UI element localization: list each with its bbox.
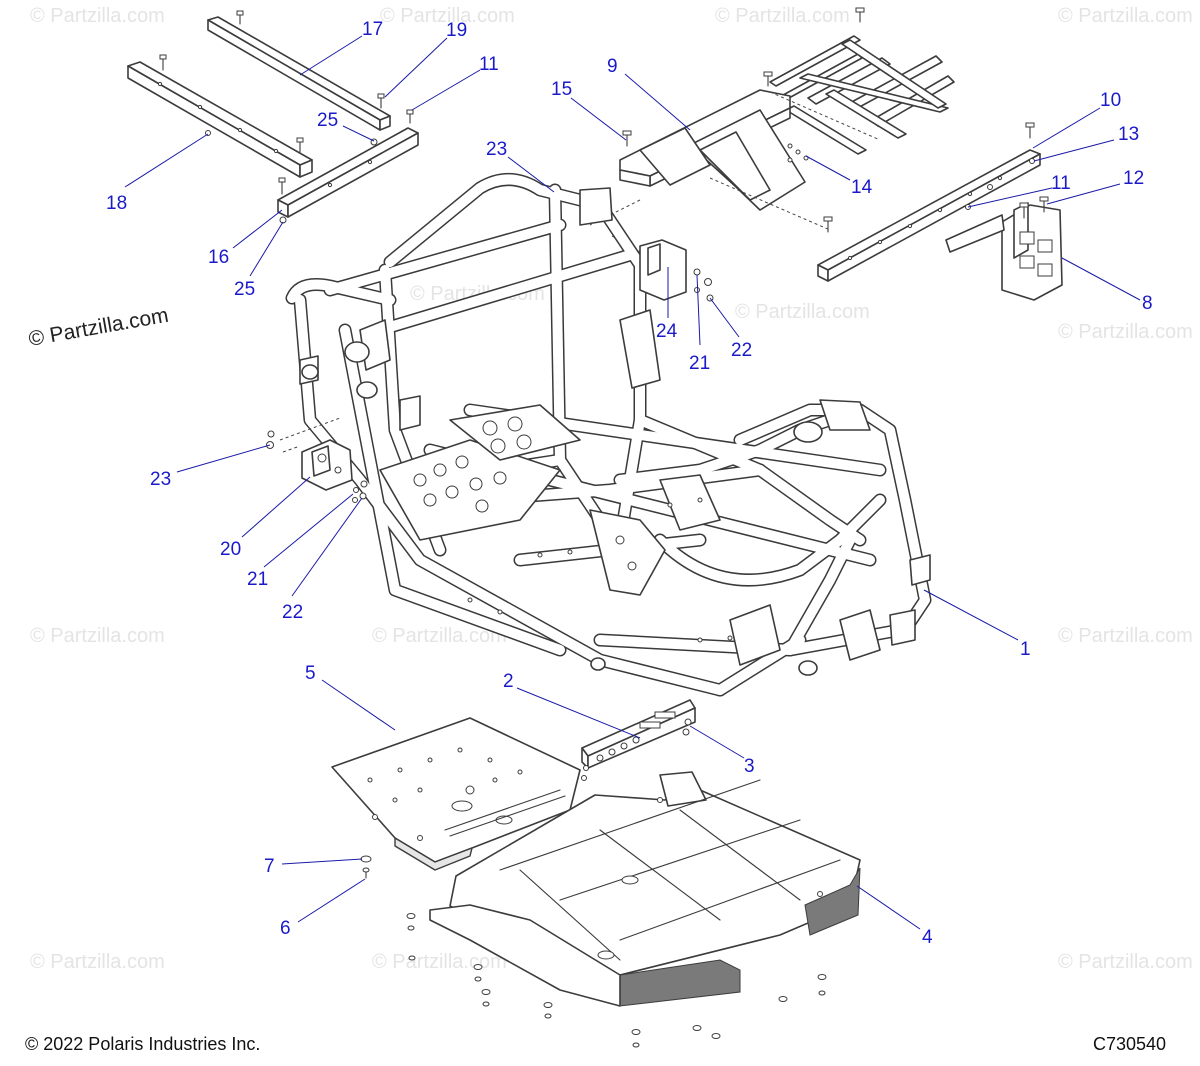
callout-14[interactable]: 14 — [851, 177, 873, 198]
callout-20[interactable]: 20 — [220, 539, 241, 560]
watermark-main: © Partzilla.com — [27, 304, 170, 351]
callout-21[interactable]: 21 — [247, 569, 268, 590]
callout-23[interactable]: 23 — [150, 469, 171, 490]
watermark-text: © Partzilla.com — [30, 951, 165, 973]
callout-4[interactable]: 4 — [922, 927, 933, 948]
main-skid-plate — [429, 771, 861, 1007]
callout-19[interactable]: 19 — [446, 20, 467, 41]
callout-22[interactable]: 22 — [731, 340, 752, 361]
front-skid-plate — [331, 717, 581, 871]
copyright-notice: © 2022 Polaris Industries Inc. — [25, 1034, 260, 1054]
watermark-text: © Partzilla.com — [1058, 5, 1193, 27]
callout-7[interactable]: 7 — [264, 856, 275, 877]
callout-16[interactable]: 16 — [208, 247, 229, 268]
callout-13[interactable]: 13 — [1118, 124, 1139, 145]
watermark-layer: © Partzilla.com © Partzilla.com © Partzi… — [30, 5, 1193, 973]
upper-shock-bracket — [639, 239, 714, 302]
callout-3[interactable]: 3 — [744, 756, 755, 777]
drawing-number: C730540 — [1093, 1034, 1166, 1054]
callout-11[interactable]: 11 — [479, 54, 499, 75]
crossmember-plate — [581, 699, 696, 781]
callout-2[interactable]: 2 — [503, 671, 514, 692]
callout-12[interactable]: 12 — [1123, 168, 1144, 189]
watermark-text: © Partzilla.com — [372, 625, 507, 647]
callout-25[interactable]: 25 — [317, 110, 338, 131]
skid-plate-bolts — [406, 913, 827, 1048]
rear-rail-assembly — [127, 10, 419, 224]
callout-18[interactable]: 18 — [106, 193, 127, 214]
callout-labels: 17 19 11 25 18 16 25 9 15 23 14 10 13 11… — [106, 19, 1153, 948]
main-frame — [285, 173, 932, 697]
callout-6[interactable]: 6 — [280, 918, 291, 939]
callout-23[interactable]: 23 — [486, 139, 507, 160]
callout-24[interactable]: 24 — [656, 321, 678, 342]
watermark-text: © Partzilla.com — [372, 951, 507, 973]
callout-17[interactable]: 17 — [362, 19, 383, 40]
callout-11[interactable]: 11 — [1051, 173, 1071, 194]
callout-21[interactable]: 21 — [689, 353, 710, 374]
callout-10[interactable]: 10 — [1100, 90, 1121, 111]
leader-lines — [124, 35, 1141, 930]
watermark-text: © Partzilla.com — [380, 5, 515, 27]
rear-rack-assembly — [589, 7, 1063, 301]
skid-fasteners — [360, 855, 372, 879]
callout-1[interactable]: 1 — [1020, 639, 1031, 660]
callout-5[interactable]: 5 — [305, 663, 316, 684]
watermark-text: © Partzilla.com — [30, 625, 165, 647]
watermark-text: © Partzilla.com — [1058, 625, 1193, 647]
watermark-text: © Partzilla.com — [30, 5, 165, 27]
callout-8[interactable]: 8 — [1142, 293, 1153, 314]
callout-22[interactable]: 22 — [282, 602, 303, 623]
watermark-text: © Partzilla.com — [1058, 951, 1193, 973]
callout-9[interactable]: 9 — [607, 56, 618, 77]
callout-25[interactable]: 25 — [234, 279, 255, 300]
callout-15[interactable]: 15 — [551, 79, 572, 100]
side-mount-bracket — [266, 417, 368, 503]
watermark-text: © Partzilla.com — [715, 5, 850, 27]
watermark-text: © Partzilla.com — [1058, 321, 1193, 343]
watermark-text: © Partzilla.com — [735, 301, 870, 323]
